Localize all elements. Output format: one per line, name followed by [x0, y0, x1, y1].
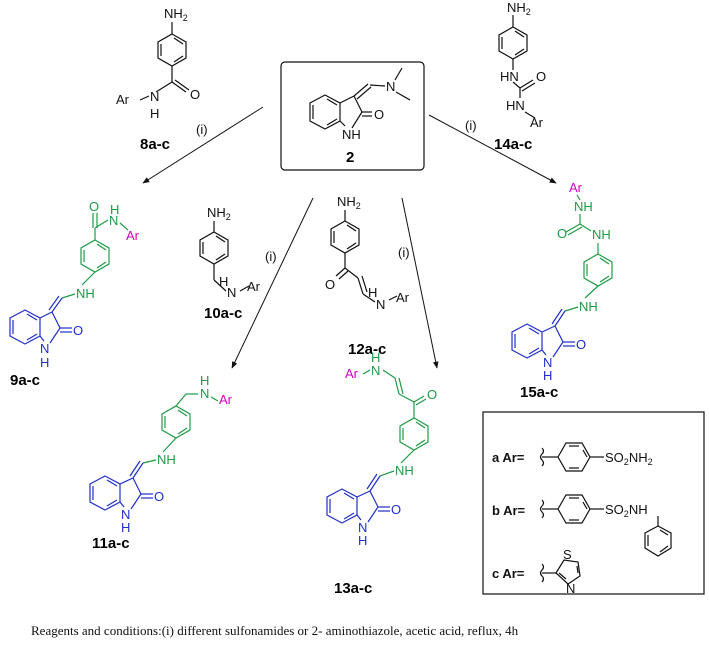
atom-hn: HN [500, 69, 519, 84]
atom-hn: HN [506, 98, 525, 113]
thiazole-n: N [566, 581, 575, 596]
reaction-conditions: Reagents and conditions:(i) different su… [31, 623, 519, 638]
compound-11-label: 11a-c [92, 535, 130, 552]
compound-2-structure: N O NH 2 [280, 61, 425, 171]
atom-o: O [190, 87, 200, 102]
atom-o: O [427, 387, 437, 402]
atom-o: O [89, 199, 99, 214]
compound-9-structure: O H N Ar NH O N H 9a-c [9, 199, 140, 389]
atom-o: O [73, 323, 83, 338]
atom-n: N [121, 507, 130, 522]
compound-13-structure: Ar N H O NH O N H 13a-c [326, 350, 437, 597]
step-i-label: (i) [465, 118, 477, 133]
atom-o: O [536, 69, 546, 84]
compound-14-structure: NH2 HN O HN Ar 14a-c [494, 0, 546, 153]
atom-h: H [40, 355, 49, 370]
atom-h: H [219, 274, 228, 289]
atom-nh: NH [342, 127, 361, 142]
atom-ar: Ar [219, 392, 233, 407]
atom-n: N [543, 355, 552, 370]
atom-n: N [358, 520, 367, 535]
atom-ar: Ar [569, 180, 583, 195]
legend-c-label: c Ar= [492, 566, 525, 581]
thiazole-s: S [563, 547, 572, 562]
atom-nh: NH [579, 299, 598, 314]
atom-n: N [109, 213, 118, 228]
compound-10-label: 10a-c [204, 305, 242, 322]
atom-n: N [227, 285, 236, 300]
atom-nh: NH [574, 199, 593, 214]
atom-h: H [358, 533, 367, 548]
atom-h: H [121, 520, 130, 535]
compound-15-structure: Ar NH O NH NH O N H 15a-c [511, 180, 613, 401]
atom-n: N [200, 386, 209, 401]
atom-ar: Ar [247, 279, 261, 294]
atom-o: O [325, 277, 335, 292]
atom-nh2: NH2 [337, 194, 361, 211]
legend-a-label: a Ar= [492, 450, 525, 465]
compound-15-label: 15a-c [520, 384, 558, 401]
atom-h: H [368, 285, 377, 300]
atom-nh2: NH2 [507, 0, 531, 17]
compound-8-label: 8a-c [140, 136, 170, 153]
atom-o: O [557, 226, 567, 241]
legend-b-group: SO2NH [605, 502, 648, 519]
step-i-label: (i) [398, 245, 410, 260]
atom-n: N [40, 341, 49, 356]
atom-o: O [154, 489, 164, 504]
atom-h: H [200, 373, 209, 388]
atom-nh: NH [592, 227, 611, 242]
atom-ar: Ar [396, 290, 410, 305]
compound-2-label: 2 [346, 149, 354, 166]
compound-11-structure: H N Ar NH O N H 11a-c [89, 373, 233, 552]
atom-o: O [374, 107, 384, 122]
atom-ar: Ar [116, 92, 130, 107]
legend-a-group: SO2NH2 [605, 450, 653, 467]
atom-nh: NH [157, 452, 176, 467]
atom-nh2: NH2 [207, 205, 231, 222]
atom-n: N [371, 363, 380, 378]
atom-ar: Ar [530, 115, 544, 130]
compound-9-label: 9a-c [10, 372, 40, 389]
compound-10-structure: NH2 N H Ar 10a-c [199, 205, 261, 322]
atom-n: N [386, 79, 395, 94]
atom-n: N [376, 297, 385, 312]
legend-b-label: b Ar= [492, 503, 526, 518]
atom-nh2: NH2 [164, 6, 188, 23]
atom-n: N [150, 89, 159, 104]
reaction-arrows: (i) (i) (i) (i) [142, 106, 557, 369]
atom-h: H [543, 368, 552, 383]
atom-o: O [576, 337, 586, 352]
aryl-legend: a Ar= SO2NH2 b Ar= SO2NH c Ar= S N [482, 411, 705, 596]
atom-nh: NH [395, 463, 414, 478]
compound-12-structure: NH2 O N H Ar 12a-c [325, 194, 410, 358]
compound-13-label: 13a-c [334, 580, 372, 597]
atom-h: H [110, 202, 119, 217]
atom-ar: Ar [126, 228, 140, 243]
atom-o: O [391, 502, 401, 517]
step-i-label: (i) [265, 249, 277, 264]
atom-ar: Ar [345, 366, 359, 381]
atom-nh: NH [76, 286, 95, 301]
atom-h: H [150, 106, 159, 121]
compound-12-label: 12a-c [348, 341, 386, 358]
atom-h: H [371, 350, 380, 365]
compound-8-structure: NH2 O N H Ar 8a-c [116, 6, 200, 153]
step-i-label: (i) [196, 122, 208, 137]
compound-14-label: 14a-c [494, 136, 532, 153]
